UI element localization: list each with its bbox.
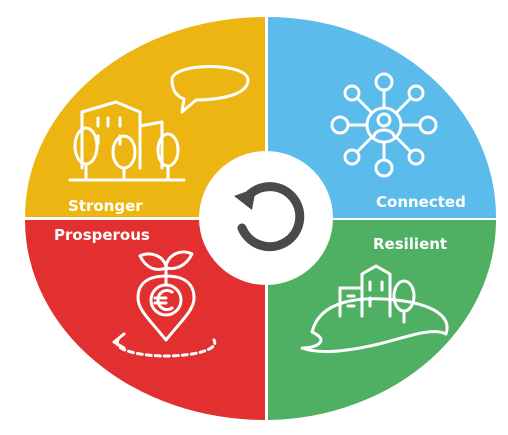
label-connected: Connected (376, 193, 466, 211)
quadrant-prosperous (25, 220, 265, 420)
center-circle (199, 151, 333, 285)
euro-sprout-location-pin-icon (112, 250, 217, 358)
refresh-cycle-icon (234, 182, 305, 252)
label-prosperous: Prosperous (54, 226, 150, 244)
label-stronger: Stronger (68, 197, 143, 215)
quadrant-connected (268, 17, 497, 218)
town-on-hill-icon (300, 264, 449, 354)
town-buildings-speech-bubble-icon (68, 65, 250, 182)
quadrant-resilient (268, 220, 496, 420)
network-person-icon (330, 72, 438, 178)
label-resilient: Resilient (373, 235, 447, 253)
